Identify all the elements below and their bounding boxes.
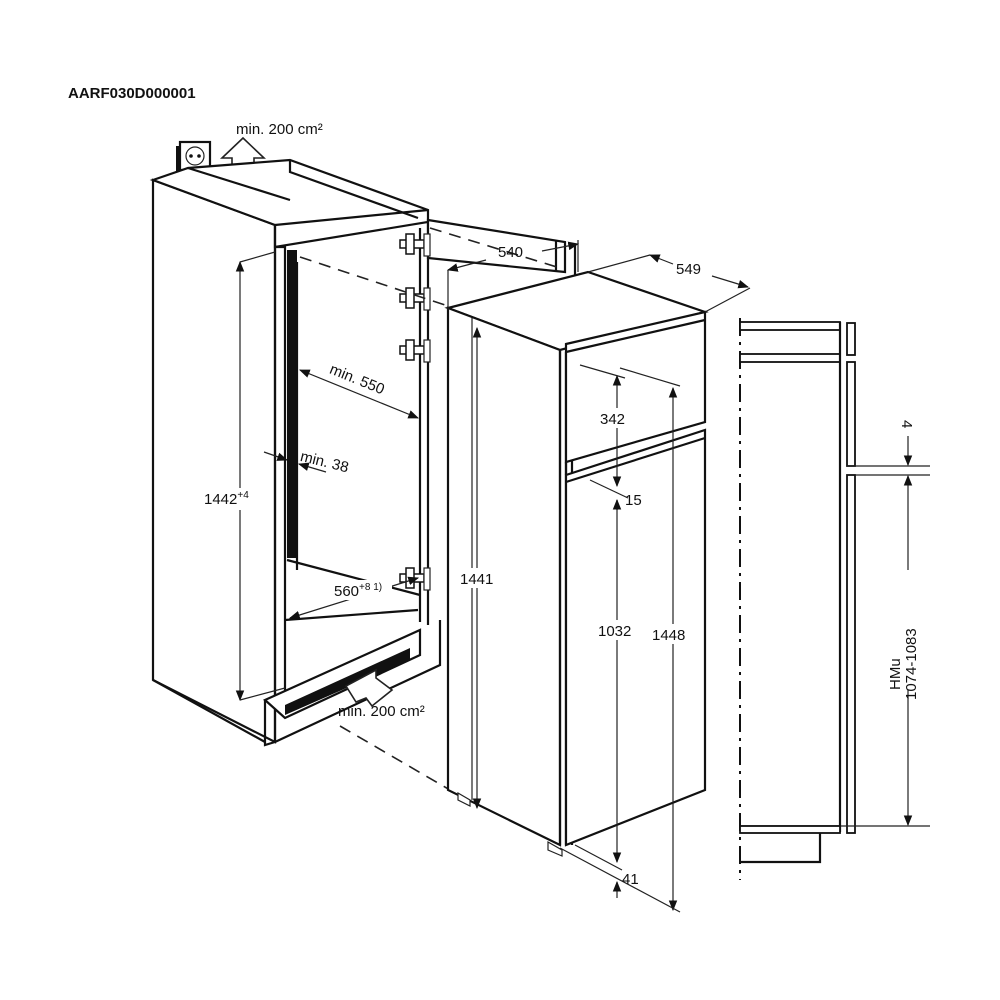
bottom-ventilation-label: min. 200 cm² xyxy=(338,703,425,720)
freezer-door-height-label: 342 xyxy=(600,411,625,428)
appliance-height-label: 1441 xyxy=(460,571,493,588)
door-gap-label: 15 xyxy=(625,492,642,509)
hmu-label: HMu xyxy=(887,658,904,690)
appliance-width-label: 549 xyxy=(676,261,701,278)
appliance-depth-label: 540 xyxy=(498,244,523,261)
top-ventilation-label: min. 200 cm² xyxy=(236,121,323,138)
hmu-range-label: 1074-1083 xyxy=(903,628,920,700)
appliance-body xyxy=(444,270,709,857)
power-socket-icon xyxy=(176,140,212,172)
plinth-offset-label: 41 xyxy=(622,871,639,888)
door-gap-4-label: 4 xyxy=(898,420,915,428)
ventilation-arrow-up-icon xyxy=(220,136,266,172)
niche-width-label: 560+8 1) xyxy=(334,582,382,600)
total-height-label: 1448 xyxy=(652,627,685,644)
side-section xyxy=(739,318,930,880)
ventilation-arrow-in-icon xyxy=(344,668,394,708)
fridge-door-height-label: 1032 xyxy=(598,623,631,640)
hinge-icon xyxy=(399,233,431,591)
niche-height-label: 1442+4 xyxy=(204,490,249,508)
cabinet-niche xyxy=(149,158,442,747)
diagram-code: AARF030D000001 xyxy=(68,85,196,102)
